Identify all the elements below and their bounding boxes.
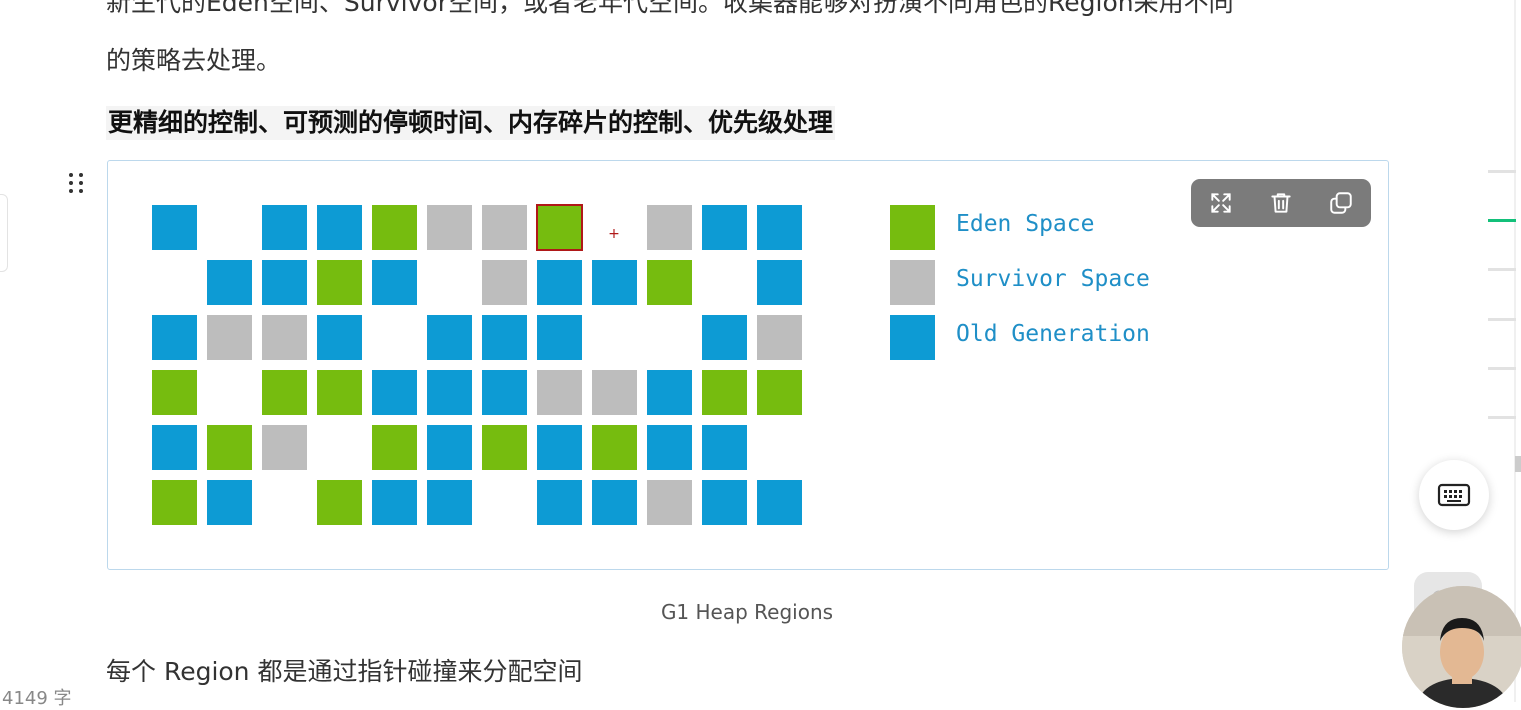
paragraph: 每个 Region 都是通过指针碰撞来分配空间 bbox=[106, 657, 583, 686]
region-cell bbox=[537, 480, 582, 525]
region-cell bbox=[537, 315, 582, 360]
outline-marker-active[interactable] bbox=[1488, 219, 1516, 222]
region-cell bbox=[427, 425, 472, 470]
region-cell bbox=[702, 480, 747, 525]
outline-marker[interactable] bbox=[1488, 170, 1516, 173]
outline-marker[interactable] bbox=[1488, 416, 1516, 419]
region-cell bbox=[317, 480, 362, 525]
right-panel-tab[interactable] bbox=[1515, 456, 1521, 472]
region-cell bbox=[152, 205, 197, 250]
region-cell bbox=[427, 315, 472, 360]
image-block[interactable]: + Eden Space Survivor Space Old Generati… bbox=[107, 160, 1389, 570]
region-cell bbox=[372, 425, 417, 470]
region-cell bbox=[647, 425, 692, 470]
region-cell bbox=[427, 370, 472, 415]
region-cell bbox=[427, 205, 472, 250]
region-cell bbox=[757, 480, 802, 525]
region-cell bbox=[702, 370, 747, 415]
cursor-crosshair-icon: + bbox=[608, 226, 620, 242]
region-cell bbox=[372, 260, 417, 305]
drag-handle-icon[interactable] bbox=[66, 170, 86, 196]
keyboard-icon bbox=[1437, 483, 1471, 507]
keyboard-button[interactable] bbox=[1419, 460, 1489, 530]
region-cell bbox=[537, 260, 582, 305]
region-cell bbox=[152, 315, 197, 360]
heap-region-grid: + bbox=[152, 204, 802, 525]
legend-swatch-survivor bbox=[890, 260, 935, 305]
bold-heading: 更精细的控制、可预测的停顿时间、内存碎片的控制、优先级处理 bbox=[106, 106, 836, 140]
region-cell bbox=[152, 425, 197, 470]
region-cell-selected bbox=[536, 204, 583, 251]
region-cell bbox=[207, 315, 252, 360]
region-cell bbox=[372, 205, 417, 250]
region-cell bbox=[207, 260, 252, 305]
region-cell bbox=[702, 205, 747, 250]
left-panel-tab[interactable] bbox=[0, 194, 8, 272]
region-cell bbox=[372, 370, 417, 415]
delete-button[interactable] bbox=[1251, 179, 1311, 227]
region-cell bbox=[482, 425, 527, 470]
paragraph-continuation: 的策略去处理。 bbox=[106, 46, 282, 75]
region-cell bbox=[262, 370, 307, 415]
word-count: 4149 字 bbox=[2, 688, 72, 709]
region-cell bbox=[757, 205, 802, 250]
region-cell bbox=[592, 480, 637, 525]
region-cell bbox=[647, 260, 692, 305]
region-cell bbox=[262, 425, 307, 470]
legend-label-eden: Eden Space bbox=[956, 211, 1095, 237]
region-cell bbox=[592, 425, 637, 470]
region-cell bbox=[317, 260, 362, 305]
legend-swatch-old bbox=[890, 315, 935, 360]
region-cell bbox=[482, 205, 527, 250]
scrollbar-track[interactable] bbox=[1514, 0, 1516, 702]
trash-icon bbox=[1271, 193, 1291, 213]
region-cell bbox=[647, 480, 692, 525]
expand-button[interactable] bbox=[1191, 179, 1251, 227]
region-cell bbox=[757, 370, 802, 415]
region-cell bbox=[537, 425, 582, 470]
region-cell bbox=[592, 370, 637, 415]
region-cell bbox=[262, 315, 307, 360]
copy-button[interactable] bbox=[1311, 179, 1371, 227]
region-cell bbox=[317, 370, 362, 415]
region-cell bbox=[647, 205, 692, 250]
region-cell bbox=[482, 370, 527, 415]
copy-icon bbox=[1330, 192, 1352, 214]
region-cell bbox=[702, 425, 747, 470]
region-cell bbox=[207, 480, 252, 525]
region-cell bbox=[702, 315, 747, 360]
region-cell bbox=[592, 260, 637, 305]
paragraph-partial: 新生代的Eden空间、Survivor空间，或者老年代空间。收集器能够对扮演不同… bbox=[106, 0, 1234, 17]
outline-marker[interactable] bbox=[1488, 318, 1516, 321]
region-cell bbox=[757, 315, 802, 360]
region-cell bbox=[647, 370, 692, 415]
presenter-avatar bbox=[1402, 586, 1521, 708]
figure-caption: G1 Heap Regions bbox=[660, 600, 834, 624]
legend-swatch-eden bbox=[890, 205, 935, 250]
outline-marker[interactable] bbox=[1488, 268, 1516, 271]
region-cell bbox=[757, 260, 802, 305]
region-cell bbox=[537, 370, 582, 415]
region-cell bbox=[482, 260, 527, 305]
region-cell bbox=[152, 480, 197, 525]
region-cell bbox=[207, 425, 252, 470]
outline-marker[interactable] bbox=[1488, 367, 1516, 370]
region-cell bbox=[262, 205, 307, 250]
webcam-overlay bbox=[1402, 586, 1521, 708]
expand-icon bbox=[1211, 193, 1231, 213]
region-cell bbox=[482, 315, 527, 360]
region-cell bbox=[262, 260, 307, 305]
region-cell bbox=[427, 480, 472, 525]
image-toolbar bbox=[1191, 179, 1371, 227]
region-cell bbox=[152, 370, 197, 415]
region-cell bbox=[317, 315, 362, 360]
region-cell bbox=[317, 205, 362, 250]
legend-label-survivor: Survivor Space bbox=[956, 266, 1150, 292]
region-cell bbox=[372, 480, 417, 525]
legend-label-old: Old Generation bbox=[956, 321, 1150, 347]
